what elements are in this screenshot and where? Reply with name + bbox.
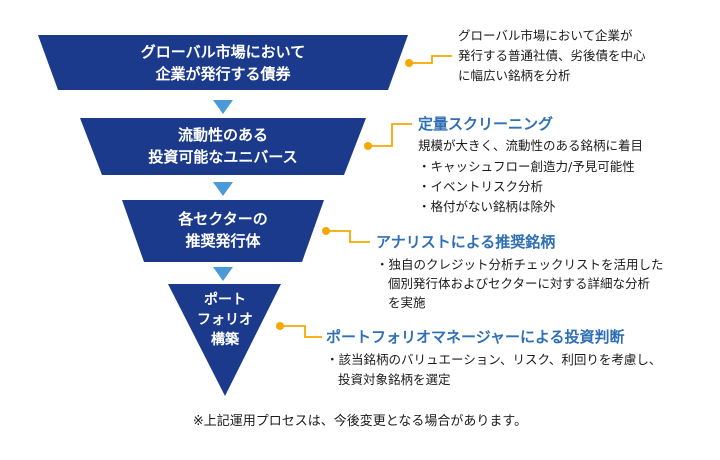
connector-dot [405,59,413,67]
universe-note-line-3: に幅広い銘柄を分析 [458,68,571,83]
stage-4-line-2: フォリオ [197,312,253,328]
universe-note: グローバル市場において企業が 発行する普通社債、劣後債を中心 に幅広い銘柄を分析 [458,26,718,86]
stage-1-label: グローバル市場において 企業が発行する債券 [60,41,386,85]
stage-2-label: 流動性のある 投資可能なユニバース [100,124,346,168]
stage-4-band [168,284,281,396]
connector-line [326,230,370,243]
pm-line-2: 投資対象銘柄を選定 [338,372,451,387]
connector-dot [276,322,284,330]
pm-line-1: ・該当銘柄のバリュエーション、リスク、利回りを考慮し、 [326,352,662,367]
stage-4-label: ポート フォリオ 構築 [175,290,275,350]
stage-3-label: 各セクターの 推奨発行体 [140,208,306,252]
screening-bullet-1: ・キャッシュフロー創造力/予見可能性 [418,159,635,174]
universe-note-line-2: 発行する普通社債、劣後債を中心 [458,48,646,63]
down-arrow-icon [213,100,233,114]
stage-3-line-2: 推奨発行体 [185,232,261,250]
connector-line [368,123,412,147]
universe-note-line-1: グローバル市場において企業が [458,28,633,43]
screening-bullet-3: ・格付がない銘柄は除外 [418,199,556,214]
pm-heading: ポートフォリオマネージャーによる投資判断 [326,328,625,346]
connector-line [280,325,322,338]
footnote: ※上記運用プロセスは、今後変更となる場合があります。 [192,414,528,429]
screening-bullet-2: ・イベントリスク分析 [418,179,544,194]
stage-4-line-3: 構築 [211,332,239,348]
stage-1-line-1: グローバル市場において [140,43,306,61]
screening-heading: 定量スクリーニング [418,115,554,133]
analyst-line-1: ・独自のクレジット分析チェックリストを活用した [376,257,664,272]
analyst-line-2: 個別発行体およびセクターに対する詳細な分析 [388,276,651,291]
stage-3-band [122,200,324,262]
stage-1-band [38,35,408,90]
stage-3-line-1: 各セクターの [178,210,268,228]
stage-4-line-1: ポート [204,292,246,308]
stage-1-line-2: 企業が発行する債券 [155,65,291,83]
stage-2-line-2: 投資可能なユニバース [148,148,298,166]
down-arrow-icon [213,267,233,281]
connector-line [409,55,452,64]
down-arrow-icon [213,182,233,196]
analyst-line-3: を実施 [388,295,426,310]
connector-dot [322,227,330,235]
screening-intro: 規模が大きく、流動性のある銘柄に着目 [418,138,644,153]
stage-2-line-1: 流動性のある [177,126,268,144]
connector-dot [364,142,372,150]
analyst-heading: アナリストによる推奨銘柄 [376,233,556,251]
stage-2-band [80,118,366,175]
